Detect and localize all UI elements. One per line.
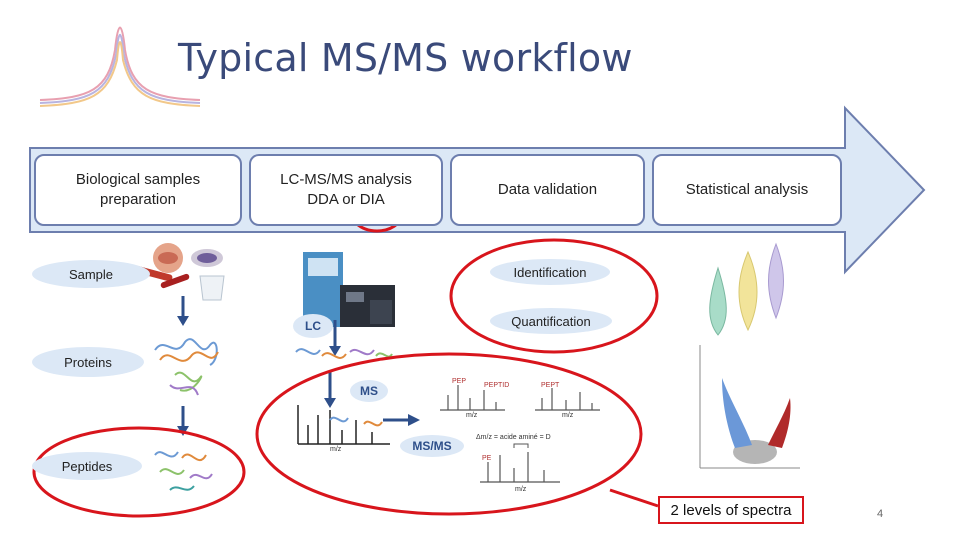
violin-plot-image: [709, 242, 784, 336]
highlight-ellipses: [32, 175, 659, 518]
step-lc: LC: [293, 314, 333, 338]
ms1-mz-label: m/z: [330, 446, 342, 453]
stage-label-line1: LC-MS/MS analysis: [280, 171, 412, 188]
msms-spectrum-bottom: [480, 452, 560, 483]
highlight-msms: [255, 352, 643, 516]
mass-difference-label: Δm/z = acide aminé = D: [476, 434, 551, 441]
step-sample: Sample: [32, 260, 150, 288]
mass-difference-bracket: [513, 443, 529, 448]
fragment-label-pe: PE: [482, 455, 492, 462]
ms1-spectrum: [297, 405, 390, 445]
selected-peptides-image: [329, 416, 383, 427]
fragment-label-pept: PEPT: [541, 382, 560, 389]
step-proteins: Proteins: [32, 347, 144, 377]
stage-sample-preparation: Biological samples preparation: [34, 154, 242, 226]
stage-statistical-analysis: Statistical analysis: [652, 154, 842, 226]
stage-label-line2: preparation: [100, 191, 176, 208]
callout-connector: [609, 488, 659, 508]
stage-label-line1: Data validation: [497, 181, 598, 198]
step-msms: MS/MS: [400, 435, 464, 457]
highlight-validation: [449, 238, 659, 354]
msms-mz-label-2: m/z: [562, 412, 574, 419]
fragment-label-pep: PEP: [452, 378, 467, 385]
msms-mz-label-3: m/z: [515, 486, 527, 493]
ms-down-arrow: [324, 372, 336, 408]
stage-label-line1: Statistical analysis: [685, 181, 809, 198]
spectra-levels-callout: 2 levels of spectra: [658, 496, 804, 524]
peptides-image: [154, 451, 213, 491]
step-identification: Identification: [490, 259, 610, 285]
fragmentation-arrow: [383, 414, 420, 426]
lc-peptide-mix-image: [295, 348, 393, 359]
lc-ms-instrument-image: [303, 252, 395, 327]
step-ms: MS: [350, 380, 388, 402]
page-number: 4: [877, 508, 884, 520]
msms-spectrum-top-left: [440, 385, 505, 411]
volcano-plot-image: [699, 345, 800, 469]
step-peptides: Peptides: [32, 452, 142, 480]
stage-label-line1: Biological samples: [75, 171, 201, 188]
highlight-peptides: [32, 426, 246, 518]
peak-logo-icon: [39, 26, 201, 107]
fragment-label-peptid: PEPTID: [484, 382, 510, 389]
stage-data-validation: Data validation: [450, 154, 645, 226]
msms-spectrum-top-right: [535, 388, 600, 411]
prep-down-arrows: [177, 296, 189, 436]
step-quantification: Quantification: [490, 308, 612, 334]
msms-mz-label-1: m/z: [466, 412, 478, 419]
protein-structure-image: [154, 338, 219, 396]
lc-down-arrow: [329, 320, 341, 356]
page-title: Typical MS/MS workflow: [178, 36, 633, 80]
stage-label-line2: DDA or DIA: [307, 191, 385, 208]
